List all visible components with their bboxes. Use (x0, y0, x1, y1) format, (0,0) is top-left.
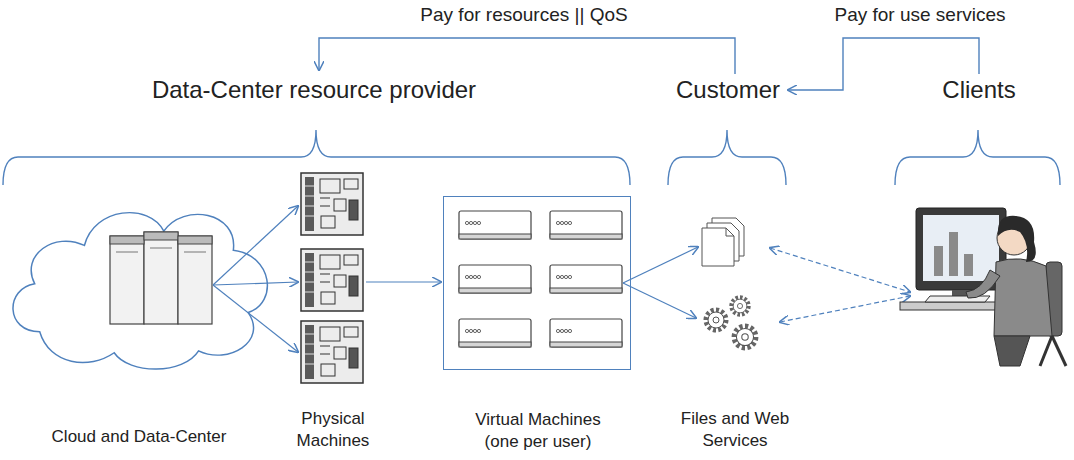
client-person-illustration (994, 259, 1052, 336)
client-person-illustration (925, 296, 990, 302)
virtual-machine-icon (459, 265, 531, 293)
client-person-illustration (997, 221, 1031, 255)
file-icon (702, 218, 744, 266)
virtual-machine-icon (459, 211, 531, 239)
datacenter-server-icon (178, 236, 212, 324)
flow-arrow (366, 281, 441, 282)
virtual-machine-icon (459, 319, 531, 347)
cloud-outline (0, 188, 278, 370)
node-caption: Cloud and Data-Center (0, 426, 278, 448)
flow-arrow (213, 285, 298, 352)
party-heading: Clients (935, 74, 1023, 106)
party-heading-text: Data-Center resource provider (133, 74, 495, 106)
virtual-machine-icon (550, 265, 622, 293)
client-request-arrow (780, 296, 910, 322)
client-person-illustration (900, 302, 1025, 310)
client-person-illustration (966, 270, 1000, 298)
datacenter-server-icon (110, 232, 212, 324)
gear-icon (706, 297, 756, 347)
component-caption: Files and Web Services (675, 408, 795, 452)
client-person-illustration (1046, 262, 1062, 336)
payment-arrow (319, 38, 735, 74)
datacenter-server-icon (110, 236, 144, 244)
gear-icon (734, 326, 755, 347)
client-person-illustration (916, 208, 1006, 290)
vm-box: Virtual Machines (one per user) (443, 196, 631, 370)
physical-machine-icon (301, 321, 363, 383)
connector-layer (319, 38, 979, 90)
physical-machine-icon (301, 173, 363, 235)
party-heading-text: Customer (670, 74, 786, 106)
cloud-outline (13, 213, 267, 369)
file-icon (712, 218, 744, 256)
datacenter-server-icon (178, 236, 212, 244)
file-icon (726, 228, 734, 236)
client-person-illustration (952, 290, 972, 302)
datacenter-server-icon (144, 232, 178, 324)
party-heading: Customer (670, 74, 786, 106)
datacenter-server-icon (144, 232, 178, 240)
client-person-illustration (949, 232, 958, 276)
datacenter-server-icon (184, 252, 206, 253)
file-icon (702, 228, 734, 266)
physical-machine-icon (301, 249, 363, 311)
flow-arrow (623, 283, 696, 318)
flow-arrow (623, 247, 698, 283)
client-request-arrow (770, 248, 910, 322)
flow-arrow (213, 206, 298, 285)
payment-label: Pay for resources || QoS (374, 4, 674, 26)
client-person-illustration (900, 208, 1066, 366)
node-caption: Virtual Machines (one per user) (458, 409, 618, 453)
physical-machine-icon (301, 173, 363, 383)
component-caption: Physical Machines (288, 408, 378, 452)
client-person-illustration (998, 216, 1036, 262)
cloud-shape: Cloud and Data-Center (0, 188, 278, 370)
client-person-illustration (964, 254, 973, 276)
payment-arrow (788, 38, 979, 90)
group-bracket (3, 130, 1060, 185)
client-person-illustration (1052, 336, 1066, 366)
flow-arrow (213, 282, 298, 285)
payment-label: Pay for use services (800, 4, 1040, 26)
client-person-illustration (994, 336, 1030, 366)
client-person-illustration (1040, 336, 1052, 366)
gear-icon (731, 297, 748, 314)
datacenter-server-icon (116, 252, 138, 253)
virtual-machine-icon (550, 211, 622, 239)
client-person-illustration (923, 215, 999, 281)
virtual-machine-icon (550, 319, 622, 347)
file-icon (707, 223, 739, 261)
flow-arrow (213, 206, 698, 352)
group-bracket (895, 130, 1060, 185)
client-person-illustration (934, 246, 943, 276)
party-heading: Data-Center resource provider (133, 74, 495, 106)
gear-icon (706, 310, 726, 330)
datacenter-server-icon (110, 236, 144, 324)
datacenter-server-icon (150, 248, 172, 249)
party-heading-text: Clients (935, 74, 1023, 106)
group-bracket (668, 130, 786, 185)
group-bracket (3, 130, 630, 185)
virtual-machine-icon (459, 211, 622, 347)
client-request-arrow (770, 248, 910, 292)
